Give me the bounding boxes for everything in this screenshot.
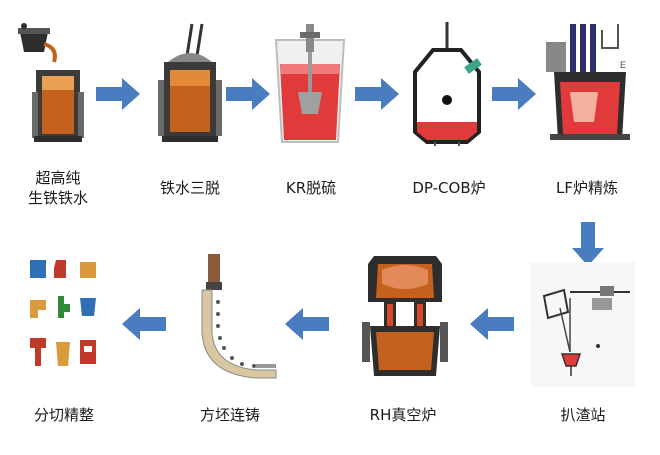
converter-icon: [413, 22, 482, 146]
arrow-right: [226, 78, 270, 110]
lf-furnace-icon: E: [546, 24, 630, 140]
arrow-left: [122, 308, 166, 340]
label-line: 超高纯: [35, 169, 81, 187]
arrow-right: [355, 78, 399, 110]
arrow-left: [285, 308, 329, 340]
step-label-slag-removal-station: 扒渣站: [560, 406, 606, 424]
arrow-down: [572, 222, 604, 266]
kr-stirrer-icon: [274, 24, 346, 143]
arrow-left: [470, 308, 514, 340]
ladle-pouring-icon: [18, 23, 84, 142]
arrow-right: [492, 78, 536, 110]
slag-skimmer-icon: [530, 262, 635, 387]
step-label-cut-finish: 分切精整: [33, 406, 94, 424]
step-label-ultra-pure-iron: 超高纯 生铁铁水: [10, 168, 106, 208]
step-label-triple-removal: 铁水三脱: [159, 179, 220, 197]
parts-icon: [30, 260, 96, 366]
step-label-lf-refining: LF炉精炼: [556, 179, 618, 197]
step-label-billet-casting: 方坯连铸: [199, 406, 260, 424]
label-line: 生铁铁水: [27, 189, 88, 207]
step-label-kr-desulfurization: KR脱硫: [285, 179, 337, 197]
step-label-dp-cob-furnace: DP-COB炉: [412, 179, 486, 197]
continuous-caster-icon: [201, 254, 277, 379]
desulfurization-vessel-icon: [158, 23, 222, 142]
step-label-rh-vacuum: RH真空炉: [369, 406, 437, 424]
rh-degasser-icon: [362, 256, 448, 376]
svg-text:E: E: [620, 60, 626, 70]
arrow-right: [96, 78, 140, 110]
